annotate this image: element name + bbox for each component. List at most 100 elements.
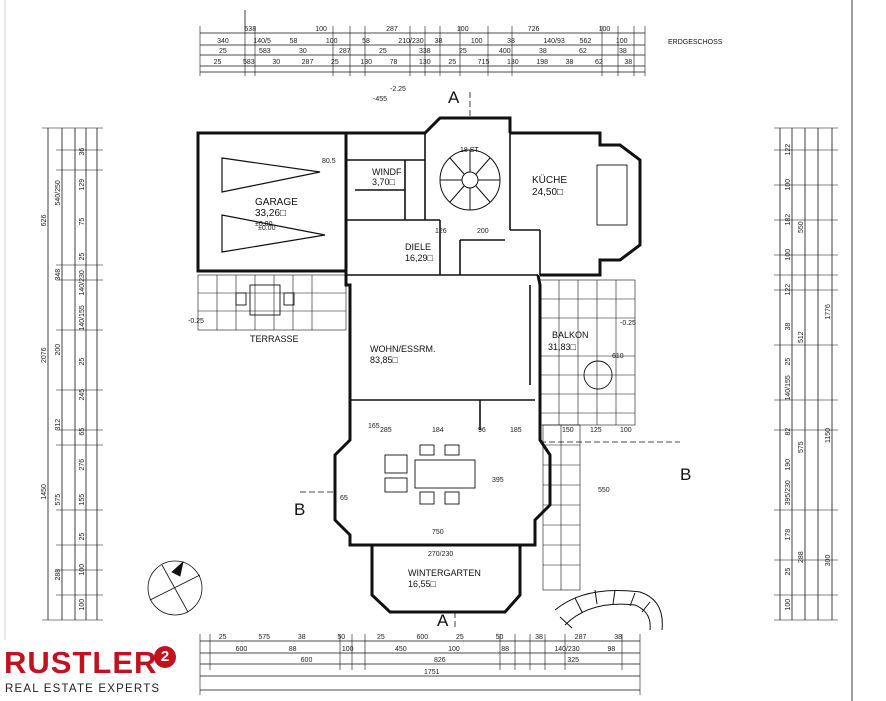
- dim-bottom_row2-6: 140/230: [554, 646, 579, 653]
- dim-interior-4: 150: [562, 427, 574, 434]
- path-tile-grid: [542, 424, 581, 591]
- dim-top_row1-5: 100: [599, 26, 611, 33]
- top-dimension-chains: [199, 26, 646, 76]
- dim-left_inner-8: 65: [79, 428, 86, 436]
- brand-name: RUSTLER: [4, 645, 158, 680]
- room-winde-name: WINDF: [372, 167, 402, 177]
- level-mark-2: ±0.00: [258, 225, 276, 232]
- dim-left_inner-12: 100: [79, 564, 86, 576]
- dim-left_inner-10: 155: [79, 494, 86, 506]
- dim-right_mid-0: 550: [798, 221, 805, 233]
- brand-logo: RUSTLER 2 REAL ESTATE EXPERTS: [4, 646, 179, 698]
- dim-bottom_row2-4: 100: [448, 646, 460, 653]
- brand-superscript-badge: 2: [154, 646, 176, 668]
- dim-right_outer-1: 1150: [825, 428, 832, 443]
- dim-right_mid-2: 575: [798, 441, 805, 453]
- dim-left_outer-1: 2076: [41, 347, 48, 363]
- dim-left_outer-0: 626: [41, 215, 48, 227]
- brand-tagline: REAL ESTATE EXPERTS: [5, 683, 161, 695]
- level-mark-0: -455: [373, 96, 387, 103]
- inner-walls: [345, 133, 541, 430]
- dim-left_mid-3: 312: [55, 419, 62, 431]
- dim-bottom_row2-3: 450: [395, 646, 407, 653]
- dim-top_row4-3: 287: [302, 59, 314, 66]
- dim-top_row3-1: 583: [259, 48, 271, 55]
- room-wintergarten-name: WINTERGARTEN: [408, 568, 481, 578]
- dim-left_mid-5: 288: [55, 569, 62, 581]
- spiral-staircase: [439, 149, 501, 211]
- dim-interior-8: 395: [492, 477, 504, 484]
- dim-interior-9: 610: [612, 353, 624, 360]
- dim-interior-5: 125: [590, 427, 602, 434]
- dim-interior-10: 550: [598, 487, 610, 494]
- terrace-tile-grid: [197, 274, 347, 331]
- right-dimension-chains: [774, 127, 838, 621]
- dim-interior-6: 100: [620, 427, 632, 434]
- dim-top_row2-2: 58: [290, 38, 298, 45]
- dim-right_outer-2: 300: [825, 555, 832, 567]
- dim-bottom_row2-5: 88: [501, 646, 509, 653]
- dim-bottom_row1-2: 38: [298, 634, 306, 641]
- dim-top_row4-11: 198: [536, 59, 548, 66]
- dim-bottom_row2-7: 98: [607, 646, 615, 653]
- dim-top_row4-9: 715: [478, 59, 490, 66]
- section-marker-a-top: A: [448, 88, 460, 107]
- dim-left_inner-3: 25: [79, 253, 86, 261]
- dim-interior-16: 65: [340, 495, 348, 502]
- dim-left_mid-1: 348: [55, 269, 62, 281]
- dim-top_row1-1: 100: [315, 26, 327, 33]
- dim-top_row4-14: 38: [624, 59, 632, 66]
- room-balkon-name: BALKON: [552, 330, 589, 340]
- dim-top_row1-2: 287: [386, 26, 398, 33]
- dim-interior-15: 165: [368, 423, 380, 430]
- dim-interior-2: 96: [478, 427, 486, 434]
- dim-right_inner-13: 100: [785, 599, 792, 611]
- dim-top_row3-6: 25: [459, 48, 467, 55]
- dim-left_mid-0: 540/250: [55, 180, 62, 205]
- dim-right_inner-3: 100: [785, 249, 792, 261]
- room-wintergarten-area: 16,55□: [408, 579, 437, 589]
- dim-top_row4-8: 25: [448, 59, 456, 66]
- dim-bottom_row3-1: 826: [434, 657, 446, 664]
- dim-interior-3: 185: [510, 427, 522, 434]
- dim-bottom_row2-1: 88: [289, 646, 297, 653]
- dim-right_inner-10: 395/230: [785, 480, 792, 505]
- dim-top_row2-3: 100: [326, 38, 338, 45]
- dim-top_row3-2: 30: [299, 48, 307, 55]
- section-marker-a-bottom: A: [437, 611, 449, 630]
- dim-right_inner-6: 25: [785, 358, 792, 366]
- dim-left_inner-13: 100: [79, 599, 86, 611]
- dim-bottom_row1-3: 50: [337, 634, 345, 641]
- dim-bottom_row2-2: 100: [342, 646, 354, 653]
- dim-top_row4-12: 38: [566, 59, 574, 66]
- dim-right_inner-11: 178: [785, 529, 792, 541]
- section-marker-b-right: B: [680, 465, 691, 484]
- room-wohn-name: WOHN/ESSRM.: [370, 344, 436, 354]
- dim-top_row4-2: 30: [272, 59, 280, 66]
- dim-right_inner-9: 190: [785, 459, 792, 471]
- dim-right_inner-0: 122: [785, 144, 792, 156]
- dim-top_row2-4: 58: [362, 38, 370, 45]
- dim-interior-13: 200: [477, 228, 489, 235]
- dim-top_row4-7: 130: [419, 59, 431, 66]
- dim-left_outer-2: 1450: [41, 484, 48, 500]
- dim-right_inner-12: 25: [785, 568, 792, 576]
- room-diele-name: DIELE: [405, 242, 431, 252]
- dim-right_inner-8: 82: [785, 428, 792, 436]
- dim-top_row2-10: 562: [580, 38, 592, 45]
- dim-bottom_row1-1: 575: [258, 634, 270, 641]
- dim-top_row4-5: 130: [360, 59, 372, 66]
- floor-title: ERDGESCHOSS: [668, 39, 723, 46]
- dim-top_row3-3: 287: [339, 48, 351, 55]
- dim-left_inner-6: 25: [79, 358, 86, 366]
- dim-top_row2-11: 100: [616, 38, 628, 45]
- bottom-dimension-chains: [199, 634, 641, 695]
- room-terrasse-name: TERRASSE: [250, 334, 299, 344]
- room-balkon-area: 31,83□: [548, 342, 577, 352]
- dim-bottom_row1-10: 38: [614, 634, 622, 641]
- room-kueche-name: KÜCHE: [532, 174, 567, 186]
- dim-bottom_row1-4: 25: [377, 634, 385, 641]
- room-wohn-area: 83,85□: [370, 355, 399, 365]
